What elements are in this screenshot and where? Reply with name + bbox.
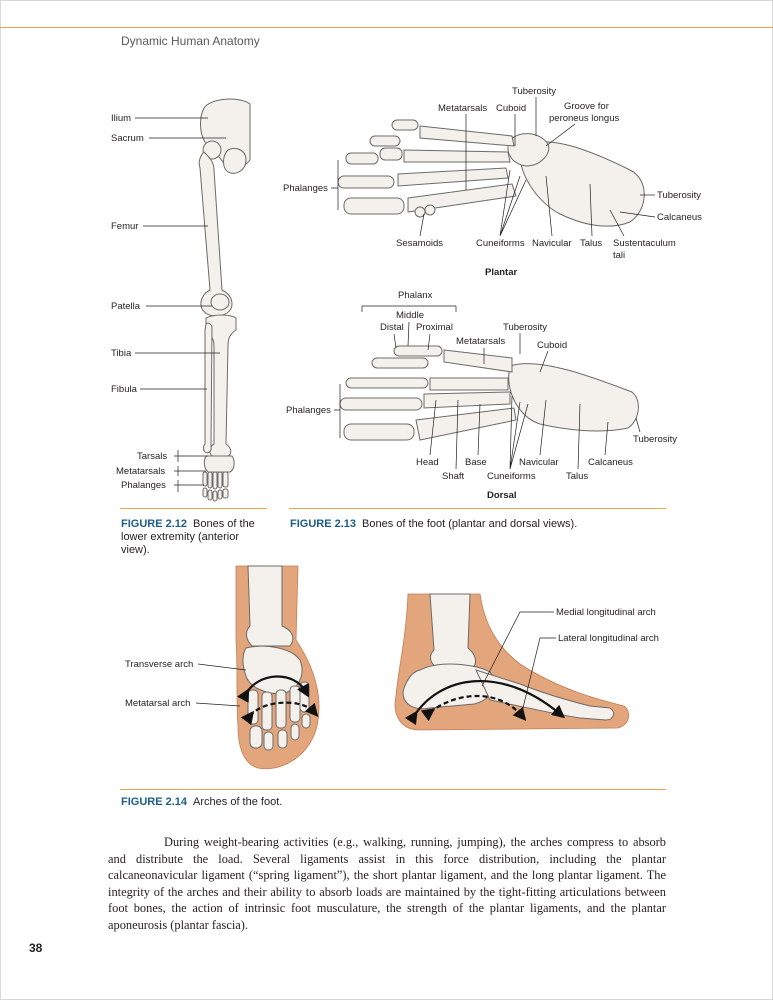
fig-2-14-number: FIGURE 2.14 [121, 796, 188, 808]
svg-text:Tibia: Tibia [111, 348, 132, 359]
svg-text:Tarsals: Tarsals [137, 451, 167, 462]
svg-text:Patella: Patella [111, 301, 141, 312]
svg-text:Distal: Distal [380, 322, 404, 333]
body-paragraph: During weight-bearing activities (e.g., … [108, 835, 666, 932]
fig-2-14-caption: FIGURE 2.14 Arches of the foot. [121, 796, 661, 809]
fig-2-14-right-labels: Medial longitudinal arch Lateral longitu… [481, 607, 659, 713]
svg-text:Fibula: Fibula [111, 384, 138, 395]
svg-text:Calcaneus: Calcaneus [588, 457, 633, 468]
svg-text:Tuberosity: Tuberosity [657, 190, 701, 201]
fig-2-14-left-labels: Transverse arch Metatarsal arch [125, 659, 247, 709]
fig-2-13-caption-text: Bones of the foot (plantar and dorsal vi… [362, 518, 578, 530]
svg-text:Phalanx: Phalanx [398, 290, 433, 301]
svg-text:Sacrum: Sacrum [111, 133, 144, 144]
transverse-arch-illustration [235, 565, 320, 770]
fig-2-12-number: FIGURE 2.12 [121, 518, 188, 530]
dorsal-foot-bones [339, 345, 639, 441]
fig-2-13-caption: FIGURE 2.13 Bones of the foot (plantar an… [290, 518, 666, 531]
svg-text:Cuneiforms: Cuneiforms [476, 238, 525, 249]
svg-text:Sustentaculum: Sustentaculum [613, 238, 676, 249]
svg-text:Tuberosity: Tuberosity [633, 434, 677, 445]
svg-text:tali: tali [613, 250, 625, 261]
dorsal-labels: Phalanx Middle Distal Proximal Tuberosit… [286, 290, 677, 501]
fig-2-14-caption-text: Arches of the foot. [193, 796, 283, 808]
svg-text:Cuboid: Cuboid [537, 340, 567, 351]
svg-text:Medial longitudinal arch: Medial longitudinal arch [556, 607, 656, 618]
svg-text:Ilium: Ilium [111, 113, 131, 124]
header-rule [0, 27, 773, 28]
svg-text:Sesamoids: Sesamoids [396, 238, 443, 249]
longitudinal-arch-illustration [394, 593, 630, 731]
svg-text:Base: Base [465, 457, 487, 468]
svg-text:Plantar: Plantar [485, 267, 518, 278]
svg-text:Cuboid: Cuboid [496, 103, 526, 114]
svg-text:Femur: Femur [111, 221, 138, 232]
svg-text:Head: Head [416, 457, 439, 468]
svg-text:Phalanges: Phalanges [286, 405, 331, 416]
svg-text:Metatarsals: Metatarsals [438, 103, 487, 114]
svg-text:Talus: Talus [580, 238, 602, 249]
svg-text:Groove for: Groove for [564, 101, 609, 112]
svg-text:Metatarsal arch: Metatarsal arch [125, 698, 190, 709]
svg-text:Cuneiforms: Cuneiforms [487, 471, 536, 482]
svg-text:Lateral longitudinal arch: Lateral longitudinal arch [558, 633, 659, 644]
svg-text:Middle: Middle [396, 310, 424, 321]
plantar-foot-bones [337, 119, 645, 227]
svg-text:Talus: Talus [566, 471, 588, 482]
lower-extremity-skeleton [198, 98, 251, 502]
fig-2-13-rule [289, 508, 666, 509]
plantar-labels: Tuberosity Metatarsals Cuboid Groove for… [283, 86, 702, 278]
svg-text:Phalanges: Phalanges [121, 480, 166, 491]
svg-text:Shaft: Shaft [442, 471, 465, 482]
running-head: Dynamic Human Anatomy [121, 34, 260, 48]
fig-2-12-rule [120, 508, 267, 509]
svg-text:Dorsal: Dorsal [487, 490, 517, 501]
svg-text:Navicular: Navicular [532, 238, 572, 249]
fig-2-13-number: FIGURE 2.13 [290, 518, 357, 530]
fig-2-12-caption-text: Bones of the lower extremity (anterior v… [121, 518, 255, 556]
svg-text:Tuberosity: Tuberosity [512, 86, 556, 97]
svg-text:Tuberosity: Tuberosity [503, 322, 547, 333]
svg-text:Metatarsals: Metatarsals [116, 466, 165, 477]
svg-text:Phalanges: Phalanges [283, 183, 328, 194]
svg-text:Navicular: Navicular [519, 457, 559, 468]
svg-text:Metatarsals: Metatarsals [456, 336, 505, 347]
svg-text:peroneus longus: peroneus longus [549, 113, 619, 124]
fig-2-12-labels: Ilium Sacrum Femur Patella Tibia Fibula … [111, 113, 226, 492]
svg-text:Calcaneus: Calcaneus [657, 212, 702, 223]
svg-text:Transverse arch: Transverse arch [125, 659, 193, 670]
fig-2-14-rule [120, 789, 666, 790]
svg-text:Proximal: Proximal [416, 322, 453, 333]
page-number: 38 [29, 941, 43, 955]
